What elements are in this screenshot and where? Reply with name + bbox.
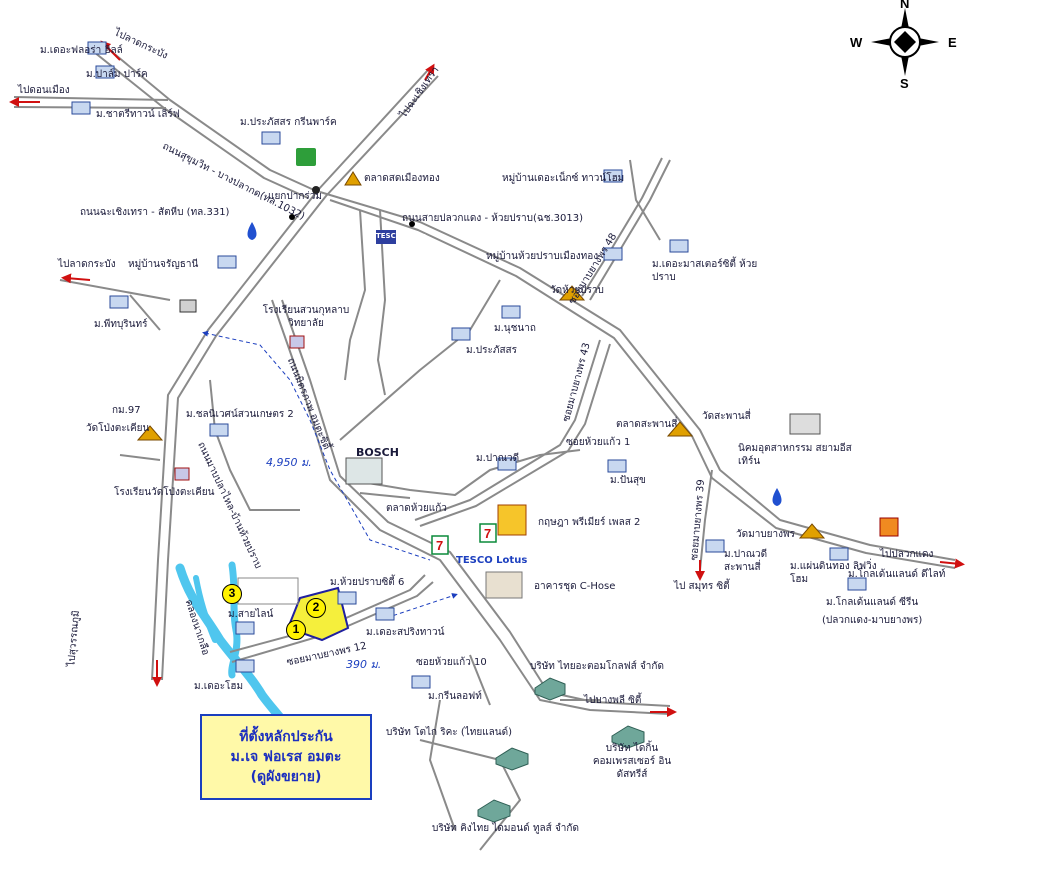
place-m-golden-green: ม.โกลเด้นแลนด์ ซีรีน <box>826 597 919 608</box>
place-bosch: BOSCH <box>356 446 399 459</box>
place-m-panapa: ม.ปาณวดี <box>476 453 520 464</box>
direction-label-lat-krabang-left: ไปลาดกระบัง <box>58 259 116 270</box>
road-label-pluak-daeng-huai-prap: ถนนสายปลวกแดง - ห้วยปราบ(ฉช.3013) <box>402 213 584 224</box>
place-m-nuchanat: ม.นุชนาถ <box>494 323 536 334</box>
legend-line-3: (ดูผังขยาย) <box>250 769 322 785</box>
place-m-pansuk: ม.ปันสุข <box>610 475 646 486</box>
place-wat-mabyang: วัดมาบยางพร <box>736 529 795 540</box>
place-co-thai: บริษัท ไทยอะตอมโกลฟส์ จำกัด <box>530 661 664 672</box>
place-m-phaen-din: ม.แผ่นดินทอง ลิฟวิ่งโฮม <box>790 561 877 585</box>
place-m-the-grand: ม.เดอะสปริงทาวน์ <box>366 627 445 638</box>
place-talat-saphan: ตลาดสะพานสี่ <box>616 419 678 430</box>
misc-markers <box>80 106 899 599</box>
distance-route <box>202 330 458 621</box>
distance-label-390: 390 ม. <box>346 658 382 671</box>
plot-marker-2: 2 <box>306 598 326 618</box>
legend-line-2: ม.เจ ฟอเรส อมตะ <box>230 749 342 765</box>
place-talat: ตลาดสดเมืองทอง <box>364 173 440 184</box>
place-the-master-city: ม.เดอะมาสเตอร์ซิตี้ ห้วยปราบ <box>652 259 758 283</box>
place-m-paradise: ม.ปาล์ม ปาร์ค <box>86 69 148 80</box>
seven-eleven-icons: 7 7 <box>431 523 497 555</box>
place-tesco: TESCO Lotus <box>456 555 528 566</box>
collateral-legend-box: ที่ตั้งหลักประกัน ม.เจ ฟอเรส อมตะ (ดูผัง… <box>200 714 372 800</box>
place-tesco-small: TESCO Lotus <box>376 232 426 240</box>
place-m-pinyo: ม.พีทบุรินทร์ <box>94 319 148 330</box>
direction-label-pak-klong: ไปปลวกแดง <box>880 549 934 560</box>
svg-text:7: 7 <box>484 526 491 541</box>
place-co-dodai: บริษัท โตไก ริคะ (ไทยแลนด์) <box>386 727 513 738</box>
direction-arrows <box>9 40 965 717</box>
place-m-panapa-saphan: ม.ปาณวดี สะพานสี่ <box>724 549 768 573</box>
compass-north: N <box>900 0 910 11</box>
direction-label-bang-phli2: ไปบางพลี ซิตี้ <box>584 695 642 706</box>
direction-label-bang-phli: ไป สมุทร ซิตี้ <box>674 581 730 592</box>
temple-icons <box>136 171 826 539</box>
place-school-wat-pong: โรงเรียนวัดโป่งตะเคียน <box>114 487 215 498</box>
road-network <box>13 41 956 851</box>
place-c-house: อาคารชุด C-Hose <box>534 581 616 592</box>
road-label-soi-hua-rawaeng: ซอยห้วยแก้ว 1 <box>566 437 631 448</box>
place-village-jarun: หมู่บ้านจรัญธานี <box>128 259 199 270</box>
place-m-uthai2: ม.ชลนิเวศน์สวนเกษตร 2 <box>186 409 294 420</box>
place-wat-huai-prap: วัดห้วยปราบ <box>550 285 604 296</box>
place-m-the-home: ม.เดอะโฮม <box>194 681 244 692</box>
place-co-daikin: บริษัท ไดกิ้น คอมเพรสเซอร์ อินดัสทรีส์ <box>592 743 672 780</box>
legend-line-1: ที่ตั้งหลักประกัน <box>239 729 333 745</box>
place-industrial: นิคมอุตสาหกรรม สยามอีสเทิร์น <box>738 443 852 467</box>
compass-east: E <box>948 35 957 50</box>
school-icons <box>174 299 305 481</box>
place-talat-hua: ตลาดห้วยแก้ว <box>386 503 447 514</box>
place-prasat-green: ม.ประภัสสร กรีนพาร์ค <box>240 117 337 128</box>
place-junction: แยกปากร่วม <box>268 191 322 202</box>
place-m-golden-delight: ม.โกลเด้นแลนด์ ดีไลท์ <box>848 569 946 580</box>
place-kritsada: กฤษฎา พรีเมียร์ เพลส 2 <box>538 517 641 528</box>
direction-label-don-mueang: ไปดอนเมือง <box>18 85 70 96</box>
plot-marker-3: 3 <box>222 584 242 604</box>
place-m-green: ม.กรีนลอฟท์ <box>428 691 482 702</box>
place-village-huai-prap: หมู่บ้านห้วยปราบเมืองทอง <box>486 251 599 262</box>
house-icons <box>71 41 867 689</box>
place-m-chatree: ม.ชาตรีทาวน์ เลิร์ฟ <box>96 109 180 120</box>
place-wat-pong: วัดโป่งตะเคียน <box>86 423 150 434</box>
distance-label-4950: 4,950 ม. <box>266 456 312 469</box>
place-tm97: กม.97 <box>112 405 141 416</box>
plot-marker-1: 1 <box>286 620 306 640</box>
gas-icons <box>247 222 782 506</box>
factory-icons <box>477 413 821 823</box>
place-the-fashion-hills: ม.เดอะฟลอร่า ฮิลล์ <box>40 45 123 56</box>
place-school-sam: โรงเรียนสวนกุหลาบ วิทยาลัย <box>262 305 350 329</box>
place-m-sai-lom: ม.สายไลน์ <box>228 609 274 620</box>
compass-rose <box>871 8 939 76</box>
place-m-prasat: ม.ประภัสสร <box>466 345 518 356</box>
place-wat-saphan: วัดสะพานสี่ <box>702 411 751 422</box>
svg-text:7: 7 <box>436 538 443 553</box>
place-co-kingthai: บริษัท คิงไทย ไดมอนด์ ทูลส์ จำกัด <box>432 823 579 834</box>
place-pluak-mabyang: (ปลวกแดง-มาบยางพร) <box>822 615 923 626</box>
compass-west: W <box>850 35 863 50</box>
compass-south: S <box>900 76 909 91</box>
road-label-chachoengsao-sattahip: ถนนฉะเชิงเทรา - สัตหีบ (ทล.331) <box>80 207 230 218</box>
road-label-soi-10: ซอยห้วยแก้ว 10 <box>416 657 487 668</box>
place-phukham-hou: หมู่บ้านเดอะเน็กซ์ ทาวน์โฮม <box>502 173 625 184</box>
place-m-huai-prap6: ม.ห้วยปราบซิตี้ 6 <box>330 577 405 588</box>
